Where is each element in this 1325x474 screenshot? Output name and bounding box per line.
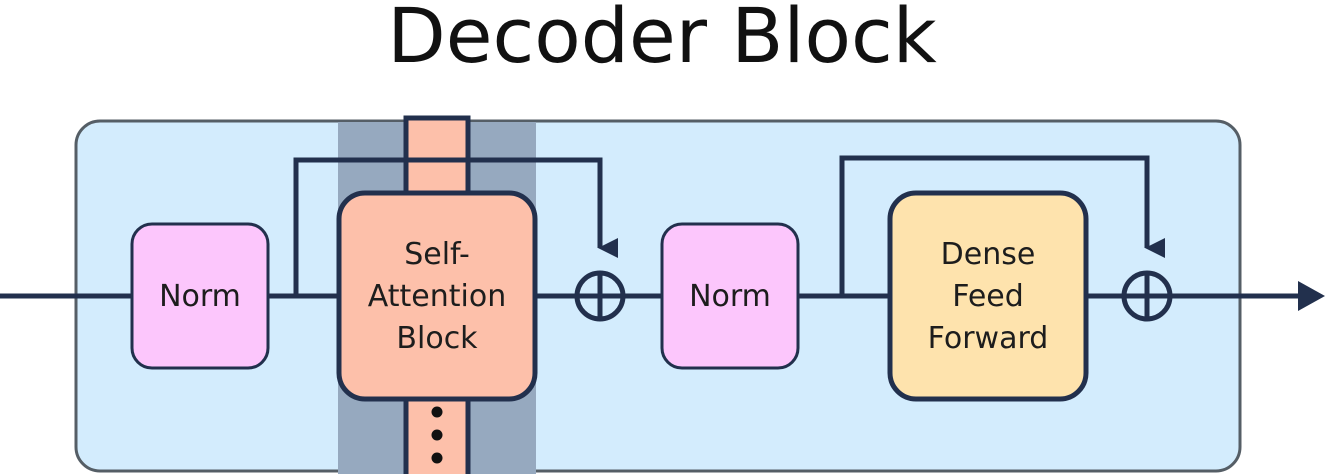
norm-block-1: Norm [130,222,270,370]
self-attention-block: Self- Attention Block [336,190,538,402]
norm-block-1-label: Norm [159,279,241,314]
residual-connection-1 [293,157,618,296]
vertical-ellipsis-icon [431,406,443,464]
circle-plus-icon [574,270,626,322]
norm-block-2: Norm [660,222,800,370]
attention-label-line-3: Block [396,321,478,356]
norm-block-2-label: Norm [689,279,771,314]
residual-connection-2 [839,155,1165,296]
circle-plus-icon [1121,270,1173,322]
feed-forward-block: Dense Feed Forward [887,190,1089,402]
ffn-label-line-1: Dense [941,237,1036,272]
ffn-label-line-2: Feed [952,279,1024,314]
attention-label-line-2: Attention [368,279,506,314]
ffn-label-line-3: Forward [928,321,1049,356]
arrow-right-icon [1298,281,1325,311]
attention-label-line-1: Self- [404,237,470,272]
diagram-title: Decoder Block [387,0,937,80]
